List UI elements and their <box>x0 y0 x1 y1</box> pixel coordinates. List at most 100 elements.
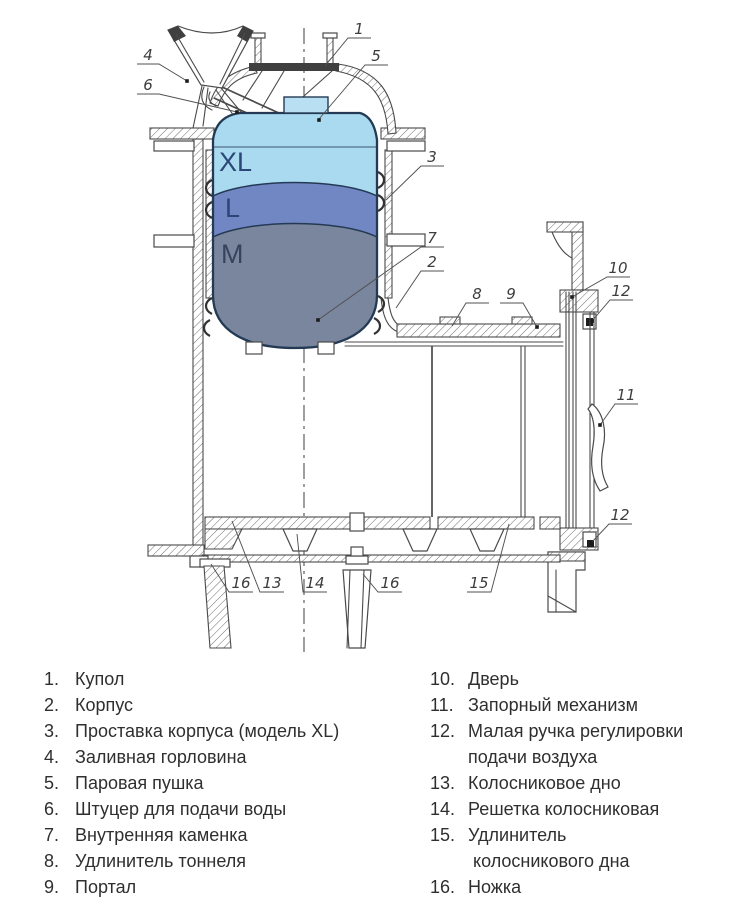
callout-number: 13 <box>262 574 281 592</box>
dome-group <box>209 32 397 135</box>
tank-label-xl: XL <box>219 147 252 177</box>
grate-floor <box>204 516 353 530</box>
callout-7: 7 <box>316 229 444 322</box>
tunnel-group <box>344 316 564 518</box>
legend-item-label: Внутренняя каменка <box>75 825 248 845</box>
legend-item-label: Удлинитель колосникового дна <box>468 825 630 871</box>
callout-12-top: 12 <box>590 282 633 323</box>
legend-item-label: Колосниковое дно <box>468 773 621 793</box>
legend-item-label: Купол <box>75 669 125 689</box>
legend-item-number: 12. <box>430 721 456 741</box>
band-m <box>213 223 377 348</box>
callout-6: 6 <box>137 76 239 114</box>
legend-item-number: 14. <box>430 799 456 819</box>
legend-item-number: 2. <box>44 695 60 715</box>
callout-13: 13 <box>231 520 284 593</box>
legend-item: 8.Удлинитель тоннеля <box>44 848 430 874</box>
tank-label-l: L <box>225 193 240 223</box>
legend-column-left: 1. Купол 2. Корпус 3. Проставка корпуса (мо… <box>44 666 430 900</box>
legend-item-number: 13. <box>430 773 456 793</box>
legend-item-label: Заливная горловина <box>75 747 247 767</box>
callout-number: 16 <box>380 574 399 592</box>
legend-item-number: 15. <box>430 825 456 845</box>
legend-column-right: 10.Дверь 11.Запорный механизм 12. Малая р… <box>430 666 750 900</box>
leg-middle <box>342 569 372 649</box>
callout-number: 10 <box>608 259 627 277</box>
technical-drawing: XL L M <box>137 20 638 652</box>
legend-item: 6. Штуцер для подачи воды <box>44 796 430 822</box>
chimney-flange <box>249 63 339 71</box>
legend-item: 9.Портал <box>44 874 430 900</box>
bottom-sheet <box>201 554 561 563</box>
callout-number: 9 <box>506 285 516 303</box>
legend-item-label: Штуцер для подачи воды <box>75 799 287 819</box>
legend-item: 4. Заливная горловина <box>44 744 430 770</box>
legend-item: 11.Запорный механизм <box>430 692 750 718</box>
legend-item-label: Удлинитель тоннеля <box>75 851 247 871</box>
legend-item-number: 6. <box>44 799 60 819</box>
legend-item-label: Решетка колосниковая <box>468 799 660 819</box>
band-l <box>213 182 377 237</box>
legend-item: 14. Решетка колосниковая <box>430 796 750 822</box>
callout-8: 8 <box>451 285 489 327</box>
legend-item: 3. Проставка корпуса (модель XL) <box>44 718 430 744</box>
band-xl <box>213 113 377 196</box>
tank-label-m: M <box>221 239 244 269</box>
tank-outline <box>211 111 379 350</box>
callout-number: 8 <box>472 285 482 303</box>
legend-item-number: 7. <box>44 825 60 845</box>
legend-item-label: Дверь <box>468 669 519 689</box>
callout-16-left: 16 <box>210 563 253 593</box>
callout-14: 14 <box>296 533 327 593</box>
legend-item-label: Малая ручка регулировки подачи воздуха <box>468 721 684 767</box>
legend-item: 5. Паровая пушка <box>44 770 430 796</box>
door-group <box>546 221 609 613</box>
callout-number: 14 <box>305 574 324 592</box>
callout-number: 12 <box>611 282 630 300</box>
callout-16-middle: 16 <box>362 573 402 593</box>
grate-rib <box>469 528 505 552</box>
callout-12-bottom: 12 <box>589 506 632 545</box>
tank-group: XL L M <box>202 96 386 355</box>
legend-item-number: 3. <box>44 721 60 741</box>
grate-rib <box>402 528 438 552</box>
callout-15: 15 <box>467 523 510 593</box>
callout-number: 11 <box>616 386 635 404</box>
legend-item: 7. Внутренняя каменка <box>44 822 430 848</box>
legend-item-number: 9. <box>44 877 60 897</box>
legend-item-label: Паровая пушка <box>75 773 204 793</box>
legend-item-number: 1. <box>44 669 60 689</box>
legend-item: 1. Купол <box>44 666 430 692</box>
leg-left <box>203 565 232 649</box>
callout-number: 12 <box>610 506 629 524</box>
callout-number: 15 <box>469 574 488 592</box>
callout-11: 11 <box>598 386 638 427</box>
legend-item-number: 5. <box>44 773 60 793</box>
legend-item: 16.Ножка <box>430 874 750 900</box>
callout-4: 4 <box>137 46 189 83</box>
legend-item: 12. Малая ручка регулировки подачи воздух… <box>430 718 750 770</box>
legend-item-label: Проставка корпуса (модель XL) <box>75 721 340 741</box>
legend-item-number: 16. <box>430 877 456 897</box>
grate-rib <box>282 528 318 552</box>
callout-10: 10 <box>570 259 630 299</box>
legend-item-label: Корпус <box>75 695 134 715</box>
legend-item: 13. Колосниковое дно <box>430 770 750 796</box>
callout-number: 5 <box>371 47 381 65</box>
stove-cross-section-svg: XL L M <box>137 20 638 652</box>
door-handle[interactable] <box>587 403 609 492</box>
callout-5: 5 <box>317 47 388 122</box>
callout-number: 16 <box>231 574 250 592</box>
callout-9: 9 <box>500 285 539 329</box>
funnel-cup <box>167 25 254 89</box>
legend-item-number: 4. <box>44 747 60 767</box>
callout-number: 4 <box>143 46 153 64</box>
legs-group <box>199 546 372 649</box>
grate-group <box>147 512 561 568</box>
grate-floor-extension <box>437 516 535 530</box>
legend-item: 15. Удлинитель колосникового дна <box>430 822 750 874</box>
legend-item: 10.Дверь <box>430 666 750 692</box>
legend-item-number: 11. <box>430 695 454 715</box>
callout-number: 3 <box>427 148 437 166</box>
